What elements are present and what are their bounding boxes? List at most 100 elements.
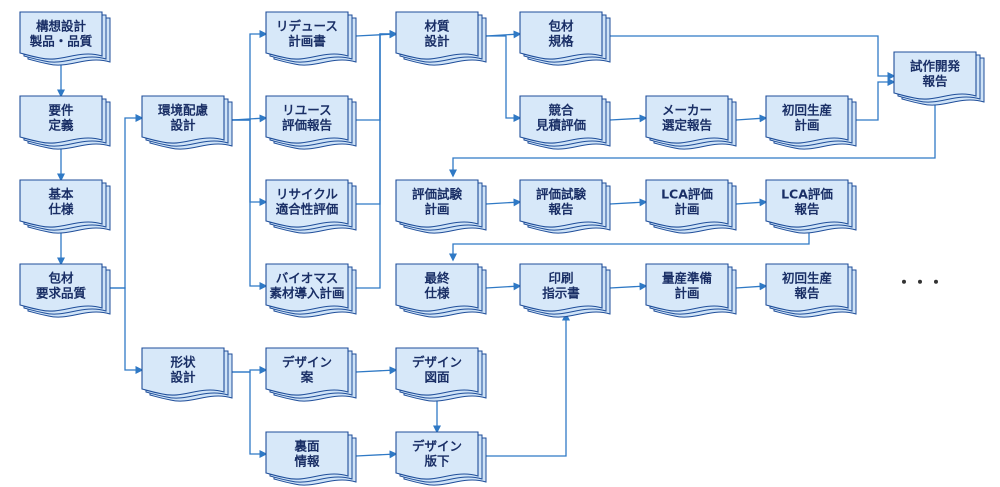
- node-label-line: 定義: [47, 118, 74, 133]
- node-label-line: 評価試験: [536, 187, 587, 202]
- document-page-front: [265, 11, 349, 60]
- node-label-line: 仕様: [47, 202, 74, 217]
- node-label-line: 材質: [423, 19, 450, 34]
- node-label-line: 報告: [922, 74, 948, 89]
- node-label-line: 構想設計: [36, 19, 87, 34]
- document-page-front: [395, 179, 479, 228]
- node-label-line: バイオマス: [276, 271, 339, 286]
- node-label-line: 初回生産: [782, 103, 832, 118]
- arrow-n21-to-n22: [735, 198, 768, 207]
- node-layer: 構想設計製品・品質要件定義基本仕様包材要求品質環境配慮設計形状設計リデュース計画…: [19, 11, 985, 486]
- node-label-line: 指示書: [542, 286, 580, 301]
- node-label-line: 報告: [548, 202, 574, 217]
- node-label-line: 包材: [547, 19, 574, 34]
- node-label-line: 裏面: [293, 439, 320, 454]
- node-label-line: 評価報告: [282, 118, 333, 133]
- arrow-n19-to-n20: [485, 198, 522, 207]
- arrow-n20-to-n21: [609, 198, 648, 207]
- node-label-line: 計画: [424, 202, 449, 217]
- node-label-line: リサイクル: [276, 187, 338, 202]
- document-page-front: [141, 347, 225, 396]
- arrow-n5-to-n9: [232, 119, 268, 206]
- document-page-front: [645, 263, 729, 312]
- document-page-front: [519, 95, 603, 144]
- document-page-front: [19, 179, 103, 228]
- node-label-line: 要求品質: [36, 286, 87, 301]
- document-page-front: [395, 11, 479, 60]
- document-page-front: [519, 11, 603, 60]
- node-label-line: 初回生産: [782, 271, 832, 286]
- node-label-line: LCA評価: [781, 187, 833, 202]
- arrow-n17-to-n18: [856, 78, 896, 121]
- node-label-line: デザイン: [282, 355, 332, 370]
- node-label-line: 規格: [548, 34, 574, 49]
- node-label-line: 報告: [794, 202, 820, 217]
- document-page-front: [645, 95, 729, 144]
- arrow-n5-to-n10: [232, 119, 268, 290]
- node-label-line: 製品・品質: [29, 34, 93, 49]
- node-label-line: 設計: [170, 118, 196, 133]
- arrow-n14-to-n18: [610, 35, 896, 80]
- document-page-front: [19, 11, 103, 60]
- document-page-front: [765, 179, 849, 228]
- continuation-ellipsis: ・・・: [896, 273, 944, 292]
- node-label-line: 環境配慮: [158, 103, 209, 118]
- node-label-line: 適合性評価: [276, 202, 339, 217]
- arrow-n11-to-n27: [355, 366, 398, 375]
- node-label-line: 印刷: [548, 271, 573, 286]
- document-page-front: [265, 263, 349, 312]
- node-label-line: 素材導入計画: [269, 286, 344, 301]
- node-label-line: 基本: [47, 187, 74, 202]
- document-page-front: [141, 95, 225, 144]
- arrow-n24-to-n25: [609, 282, 648, 291]
- arrow-n22-to-n23: [449, 230, 810, 262]
- arrow-n15-to-n16: [609, 114, 648, 123]
- document-page-front: [19, 95, 103, 144]
- node-label-line: 案: [300, 370, 314, 385]
- node-label-line: 計画: [794, 118, 819, 133]
- document-page-front: [645, 179, 729, 228]
- node-label-line: 要件: [48, 103, 74, 118]
- document-page-front: [765, 95, 849, 144]
- node-label-line: メーカー: [662, 103, 712, 118]
- arrow-n6-to-n12: [232, 371, 268, 458]
- arrow-n13-to-n15: [486, 35, 522, 122]
- arrow-n12-to-n28: [355, 450, 398, 459]
- document-page-front: [265, 431, 349, 480]
- document-page-front: [395, 263, 479, 312]
- arrow-n28-to-n24: [486, 312, 570, 457]
- node-label-line: 形状: [170, 355, 196, 370]
- node-label-line: 版下: [424, 454, 450, 469]
- arrow-n8-to-n13: [356, 30, 398, 121]
- node-label-line: 仕様: [423, 286, 450, 301]
- node-label-line: 報告: [794, 286, 820, 301]
- arrow-n16-to-n17: [735, 114, 768, 123]
- document-page-front: [519, 179, 603, 228]
- document-page-front: [395, 431, 479, 480]
- document-page-front: [893, 51, 977, 100]
- node-label-line: 選定報告: [662, 118, 713, 133]
- node-label-line: 包材: [47, 271, 74, 286]
- arrow-n9-to-n13: [356, 30, 398, 205]
- node-label-line: リデュース: [276, 19, 338, 34]
- document-page-front: [519, 263, 603, 312]
- connector-layer: [57, 30, 936, 459]
- arrow-n25-to-n26: [735, 282, 768, 291]
- node-label-line: 計画書: [288, 34, 326, 49]
